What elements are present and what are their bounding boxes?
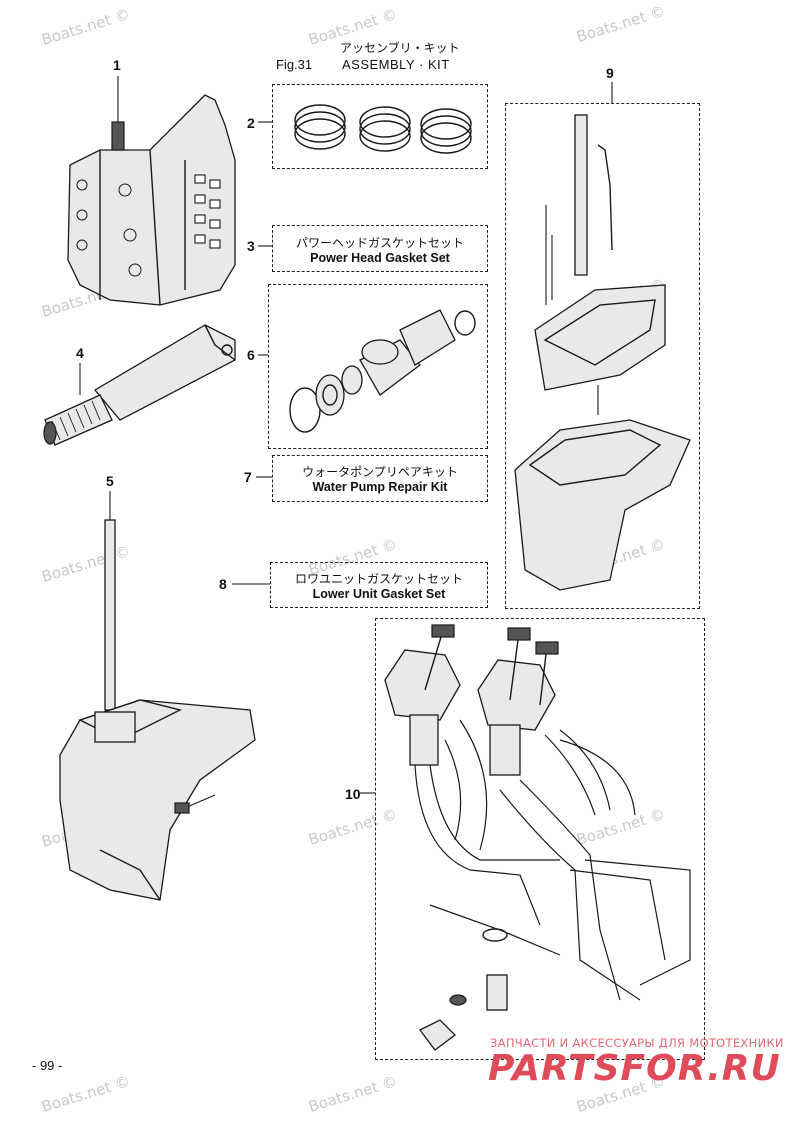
piston-ring-kit-box (272, 84, 488, 169)
title-jp: アッセンブリ・キット (340, 41, 460, 55)
water-pump-repair-box (272, 455, 488, 502)
callout-6: 6 (247, 347, 255, 363)
callout-2: 2 (247, 115, 255, 131)
figure-number: Fig.31 (276, 57, 313, 72)
callout-7: 7 (244, 469, 252, 485)
lower-unit-kit-box (505, 103, 700, 609)
callout-5: 5 (106, 473, 114, 489)
lower-unit-gasket-label-en: Lower Unit Gasket Set (312, 587, 446, 601)
remote-control-kit-box (375, 618, 705, 1060)
piston-rings-drawing (294, 104, 472, 154)
callout-9: 9 (606, 65, 614, 81)
power-head-drawing (67, 94, 236, 306)
callout-4: 4 (76, 345, 84, 361)
lower-unit-drawing (59, 519, 256, 901)
power-head-gasket-box (272, 225, 488, 272)
water-pump-parts-drawing (289, 309, 476, 433)
tiller-handle-drawing (43, 324, 236, 446)
leader-lines (79, 76, 613, 794)
power-head-gasket-label-jp: パワーヘッドガスケットセット (295, 236, 464, 250)
lower-unit-gasket-box (270, 562, 488, 608)
callout-1: 1 (113, 57, 121, 73)
water-pump-repair-label-en: Water Pump Repair Kit (312, 480, 448, 494)
remote-control-drawing (384, 624, 691, 1051)
callout-3: 3 (247, 238, 255, 254)
water-pump-repair-label-jp: ウォータポンプリペアキット (302, 465, 458, 479)
water-pump-parts-box (268, 284, 488, 449)
footer-brand-logo: PARTSFOR.RU (488, 1048, 781, 1089)
callout-8: 8 (219, 576, 227, 592)
callout-10: 10 (345, 786, 361, 802)
page-number: - 99 - (32, 1058, 63, 1073)
title-en: ASSEMBLY · KIT (342, 57, 450, 72)
power-head-gasket-label-en: Power Head Gasket Set (310, 251, 450, 265)
footer-brand-text: ЗАПЧАСТИ И АКСЕССУАРЫ ДЛЯ МОТОТЕХНИКИ (490, 1036, 784, 1050)
lower-unit-gasket-label-jp: ロワユニットガスケットセット (294, 572, 463, 586)
lower-unit-kit-drawing (514, 114, 691, 591)
